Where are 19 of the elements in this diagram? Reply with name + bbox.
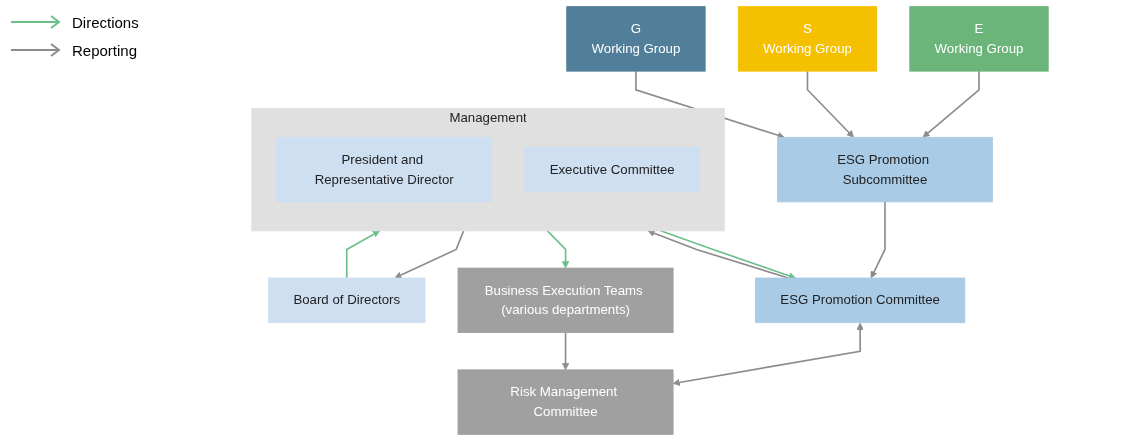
legend-label: Directions: [72, 13, 139, 31]
node-box: S Working Group: [737, 6, 878, 72]
node-box: ESG Promotion Subcommittee: [777, 136, 993, 203]
node-box: ESG Promotion Committee: [755, 277, 966, 324]
node-box: Risk Management Committee: [457, 369, 674, 435]
legend-label: Reporting: [72, 41, 138, 59]
node-box: G Working Group: [566, 6, 706, 72]
arrow: [922, 70, 980, 138]
arrow: [546, 230, 570, 269]
arrow: [659, 230, 796, 280]
arrow: [345, 230, 381, 279]
node-box: Board of Directors: [268, 277, 426, 324]
arrow: [394, 230, 465, 279]
node-box: Business Execution Teams (various departments): [457, 267, 674, 334]
node-box: E Working Group: [909, 6, 1049, 72]
arrow: [672, 322, 864, 386]
arrow: [561, 331, 570, 371]
arrow: [870, 201, 886, 279]
arrow: [806, 70, 854, 138]
